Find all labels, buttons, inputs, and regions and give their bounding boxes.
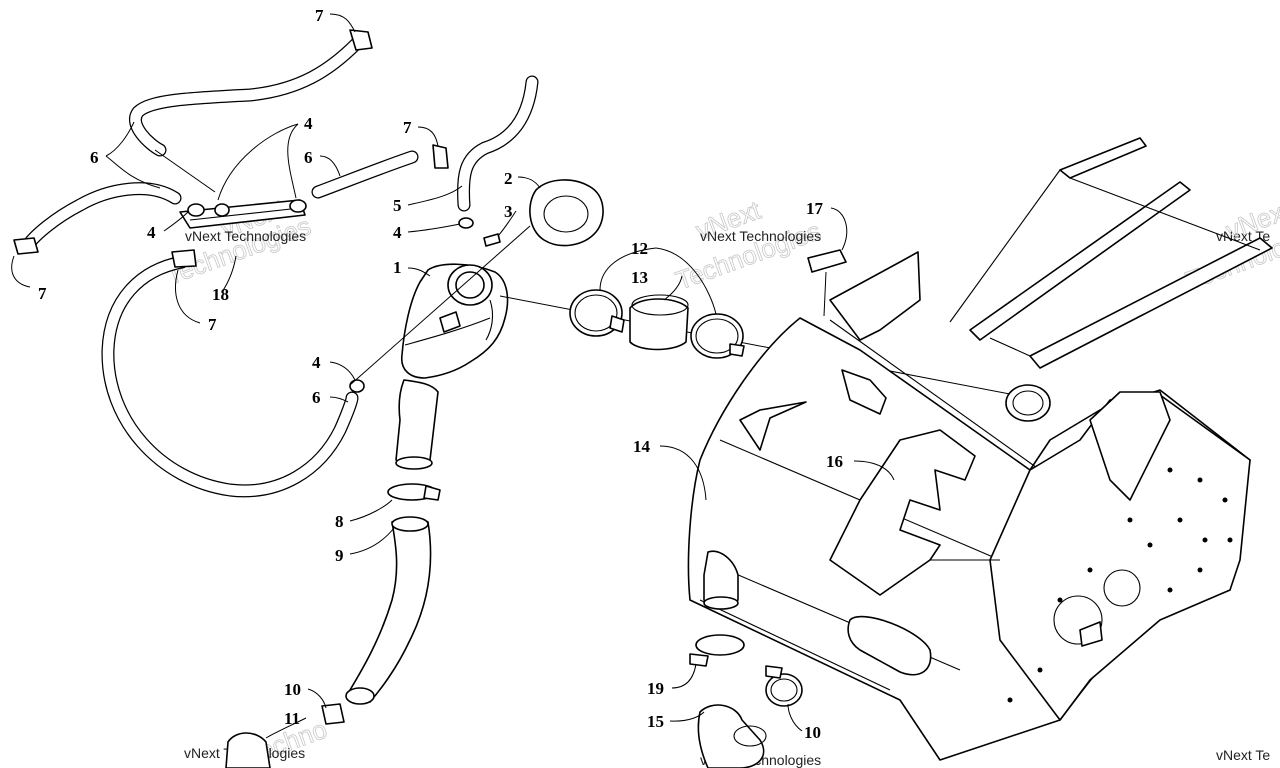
hose-clip-7-left	[13, 237, 39, 255]
watermark-text: vNext Te	[1216, 747, 1270, 763]
chassis-duct-slot	[847, 615, 932, 676]
callout-7: 7	[403, 118, 412, 137]
callout-7: 7	[208, 315, 217, 334]
coupler-assembly	[569, 289, 745, 359]
clamp-4-left	[187, 203, 205, 217]
tank-elbow	[395, 379, 439, 466]
tank-cap	[529, 179, 604, 247]
clamp-4-loop	[349, 379, 365, 393]
callout-6: 6	[304, 148, 313, 167]
chassis-assembly	[687, 137, 1273, 761]
callout-4: 4	[312, 353, 321, 372]
callout-labels: 7 6 4 7 6 2 5 3 4 4 7 18 7 1 12 13 17 4 …	[38, 6, 843, 742]
clamp-4-mid	[214, 203, 230, 217]
coupler-13	[629, 298, 689, 351]
callout-3: 3	[504, 202, 513, 221]
chassis-left-flange	[739, 401, 807, 451]
callout-4: 4	[393, 223, 402, 242]
chassis-air-port	[1005, 384, 1051, 422]
callout-1: 1	[393, 258, 402, 277]
callout-10: 10	[284, 680, 301, 699]
lower-duct-assembly	[689, 634, 803, 768]
chassis-rail-top	[1059, 137, 1147, 179]
callout-4: 4	[147, 223, 156, 242]
clamp-19	[695, 634, 745, 656]
callout-13: 13	[631, 268, 648, 287]
callout-9: 9	[335, 546, 344, 565]
duct-elbow-15	[697, 704, 765, 768]
clamp-10-lower	[321, 703, 345, 725]
chassis-bracket	[1089, 391, 1171, 501]
tank-assembly	[225, 179, 1021, 768]
callout-17: 17	[806, 199, 824, 218]
chassis-rail-middle	[969, 181, 1191, 341]
watermark-text: vNext Technologies	[185, 228, 306, 244]
callout-19: 19	[647, 679, 664, 698]
connector-hose	[349, 518, 432, 703]
callout-7: 7	[38, 284, 47, 303]
vent-hose-assembly	[13, 29, 539, 498]
callout-18: 18	[212, 285, 229, 304]
watermark-text: vNext Technologies	[700, 228, 821, 244]
insulation-pad	[829, 429, 976, 596]
tank-outlet	[439, 311, 461, 333]
callout-8: 8	[335, 512, 344, 531]
chassis-top-bracket	[829, 251, 921, 341]
fitting-11	[225, 732, 271, 768]
leader-lines	[11, 13, 895, 739]
clamp-12-left	[569, 289, 623, 337]
callout-7: 7	[315, 6, 324, 25]
chassis-side-panel	[989, 394, 1251, 721]
callout-6: 6	[90, 148, 99, 167]
callout-5: 5	[393, 196, 402, 215]
chassis-bolt-holes	[1007, 467, 1233, 703]
callout-15: 15	[647, 712, 664, 731]
tank-screw	[483, 233, 501, 247]
callout-11: 11	[284, 709, 300, 728]
callout-14: 14	[633, 437, 651, 456]
bracket-17	[807, 249, 847, 273]
chassis-small-bracket	[841, 369, 887, 415]
hose-clip-7-middle	[432, 144, 449, 169]
hose-clip-7-top	[349, 29, 373, 51]
hose-clip-7-lower	[171, 249, 197, 268]
callout-12: 12	[631, 239, 648, 258]
callout-16: 16	[826, 452, 843, 471]
callout-10: 10	[804, 723, 821, 742]
callout-4: 4	[304, 114, 313, 133]
chassis-rail-lower	[1029, 237, 1273, 369]
clamp-4-right	[289, 199, 307, 213]
callout-2: 2	[504, 169, 513, 188]
clamp-4-neck	[458, 217, 474, 229]
callout-6: 6	[312, 388, 321, 407]
